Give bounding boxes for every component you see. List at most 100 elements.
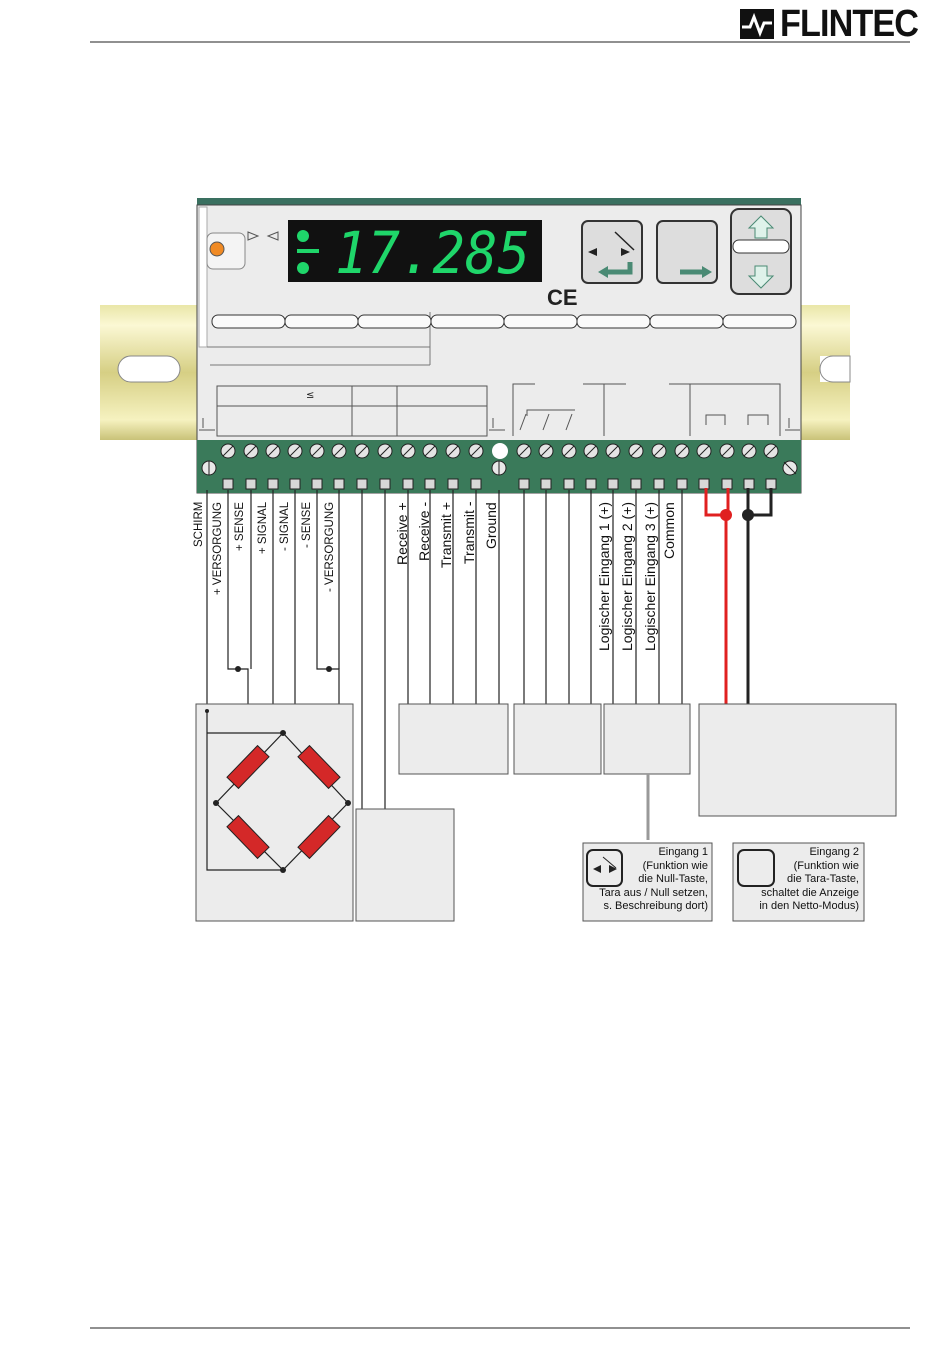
screw-slot — [447, 445, 459, 457]
screw-slot — [245, 445, 257, 457]
inputs-box — [603, 703, 691, 775]
screw-slot — [518, 445, 530, 457]
terminal-socket — [765, 478, 777, 490]
terminal-socket — [563, 478, 575, 490]
label-versorgung: - VERSORGUNG — [324, 501, 336, 592]
note-line: in den Netto-Modus) — [759, 900, 859, 912]
note-line: (Funktion wie — [642, 859, 708, 872]
flintec-mark-icon — [740, 9, 774, 39]
power-wiring — [704, 488, 773, 718]
section-frames — [199, 383, 800, 437]
terminal-socket — [424, 478, 436, 490]
terminal-socket — [402, 478, 414, 490]
label-serial-2: Transmit + — [438, 502, 454, 568]
terminal-socket — [356, 478, 368, 490]
screw-slot — [540, 445, 552, 457]
screw-slot — [402, 445, 414, 457]
power-junction-red — [720, 509, 732, 521]
screw-slot — [356, 445, 368, 457]
label-signal: + SIGNAL — [257, 501, 269, 554]
terminal-socket — [379, 478, 391, 490]
note-line: schaltet die Anzeige — [761, 886, 859, 899]
le-symbol: ≤ — [306, 390, 314, 401]
terminal-socket — [470, 478, 482, 490]
brand-logo: FLINTEC — [740, 3, 933, 45]
screw-slot — [630, 445, 642, 457]
status-led — [209, 241, 225, 257]
terminal-socket — [289, 478, 301, 490]
terminal-socket — [222, 478, 234, 490]
blank-terminal — [492, 443, 508, 459]
screw-slot — [289, 445, 301, 457]
screw-slot — [563, 445, 575, 457]
loadcell-box — [195, 703, 354, 922]
label-versorgung: + VERSORGUNG — [212, 502, 224, 595]
terminal-socket — [518, 478, 530, 490]
label-sense: + SENSE — [234, 502, 246, 551]
screw-slot — [721, 445, 733, 457]
label-sense: - SENSE — [301, 501, 313, 548]
note-line: Tara aus / Null setzen, — [599, 886, 708, 899]
tare-button[interactable] — [656, 220, 718, 284]
bridge-nodes — [205, 666, 351, 873]
note-line: die Tara-Taste, — [787, 873, 859, 885]
screw-slot — [585, 445, 597, 457]
power-junction-black — [742, 509, 754, 521]
arrow-right-icon — [247, 231, 260, 241]
up-down-buttons[interactable] — [730, 208, 792, 295]
label-serial-3: Transmit - — [461, 501, 477, 564]
tare-key-icon — [737, 849, 775, 887]
terminal-socket — [676, 478, 688, 490]
screw-slot — [607, 445, 619, 457]
note-line: s. Beschreibung dort) — [603, 900, 708, 912]
analog-output-box — [355, 808, 455, 922]
screw-slot — [676, 445, 688, 457]
screw-slot — [653, 445, 665, 457]
screw-slot — [765, 445, 777, 457]
label-serial-4: Ground — [483, 502, 499, 549]
note-line: (Funktion wie — [793, 859, 859, 872]
terminal-socket — [447, 478, 459, 490]
label-input-3: Common — [661, 502, 677, 559]
serial-device-box — [398, 703, 509, 775]
label-serial-1: Receive - — [416, 501, 432, 561]
arrow-left-icon — [266, 231, 279, 241]
label-input-0: Logischer Eingang 1 (+) — [596, 501, 612, 651]
arrow-up-icon — [747, 215, 775, 239]
note-line: Eingang 1 — [658, 846, 708, 858]
screw-slot — [333, 445, 345, 457]
terminal-socket — [607, 478, 619, 490]
label-serial-0: Receive + — [394, 502, 410, 565]
display-dot-top — [297, 230, 309, 242]
label-input-2: Logischer Eingang 3 (+) — [642, 501, 658, 651]
terminal-screws — [220, 443, 779, 490]
screw-slot — [379, 445, 391, 457]
zero-button[interactable] — [581, 220, 643, 284]
screw-slot — [267, 445, 279, 457]
terminal-socket — [721, 478, 733, 490]
terminal-socket — [653, 478, 665, 490]
ce-mark: CE — [547, 285, 578, 310]
display-dot-bottom — [297, 262, 309, 274]
power-supply-box — [698, 703, 897, 817]
label-strip — [211, 314, 797, 329]
screw-slot — [743, 445, 755, 457]
terminal-socket — [585, 478, 597, 490]
label-input-1: Logischer Eingang 2 (+) — [619, 501, 635, 651]
terminal-socket — [245, 478, 257, 490]
terminal-socket — [743, 478, 755, 490]
relay-box — [513, 703, 602, 775]
strain-gauges — [226, 744, 341, 860]
label-schirm: SCHIRM — [193, 501, 205, 547]
terminal-socket — [698, 478, 710, 490]
screw-slot — [698, 445, 710, 457]
display-minus — [297, 249, 319, 253]
screw-slot — [311, 445, 323, 457]
display-window — [288, 220, 542, 282]
note-line: die Null-Taste, — [638, 873, 708, 885]
label-signal: - SIGNAL — [279, 501, 291, 551]
screw-slot — [222, 445, 234, 457]
